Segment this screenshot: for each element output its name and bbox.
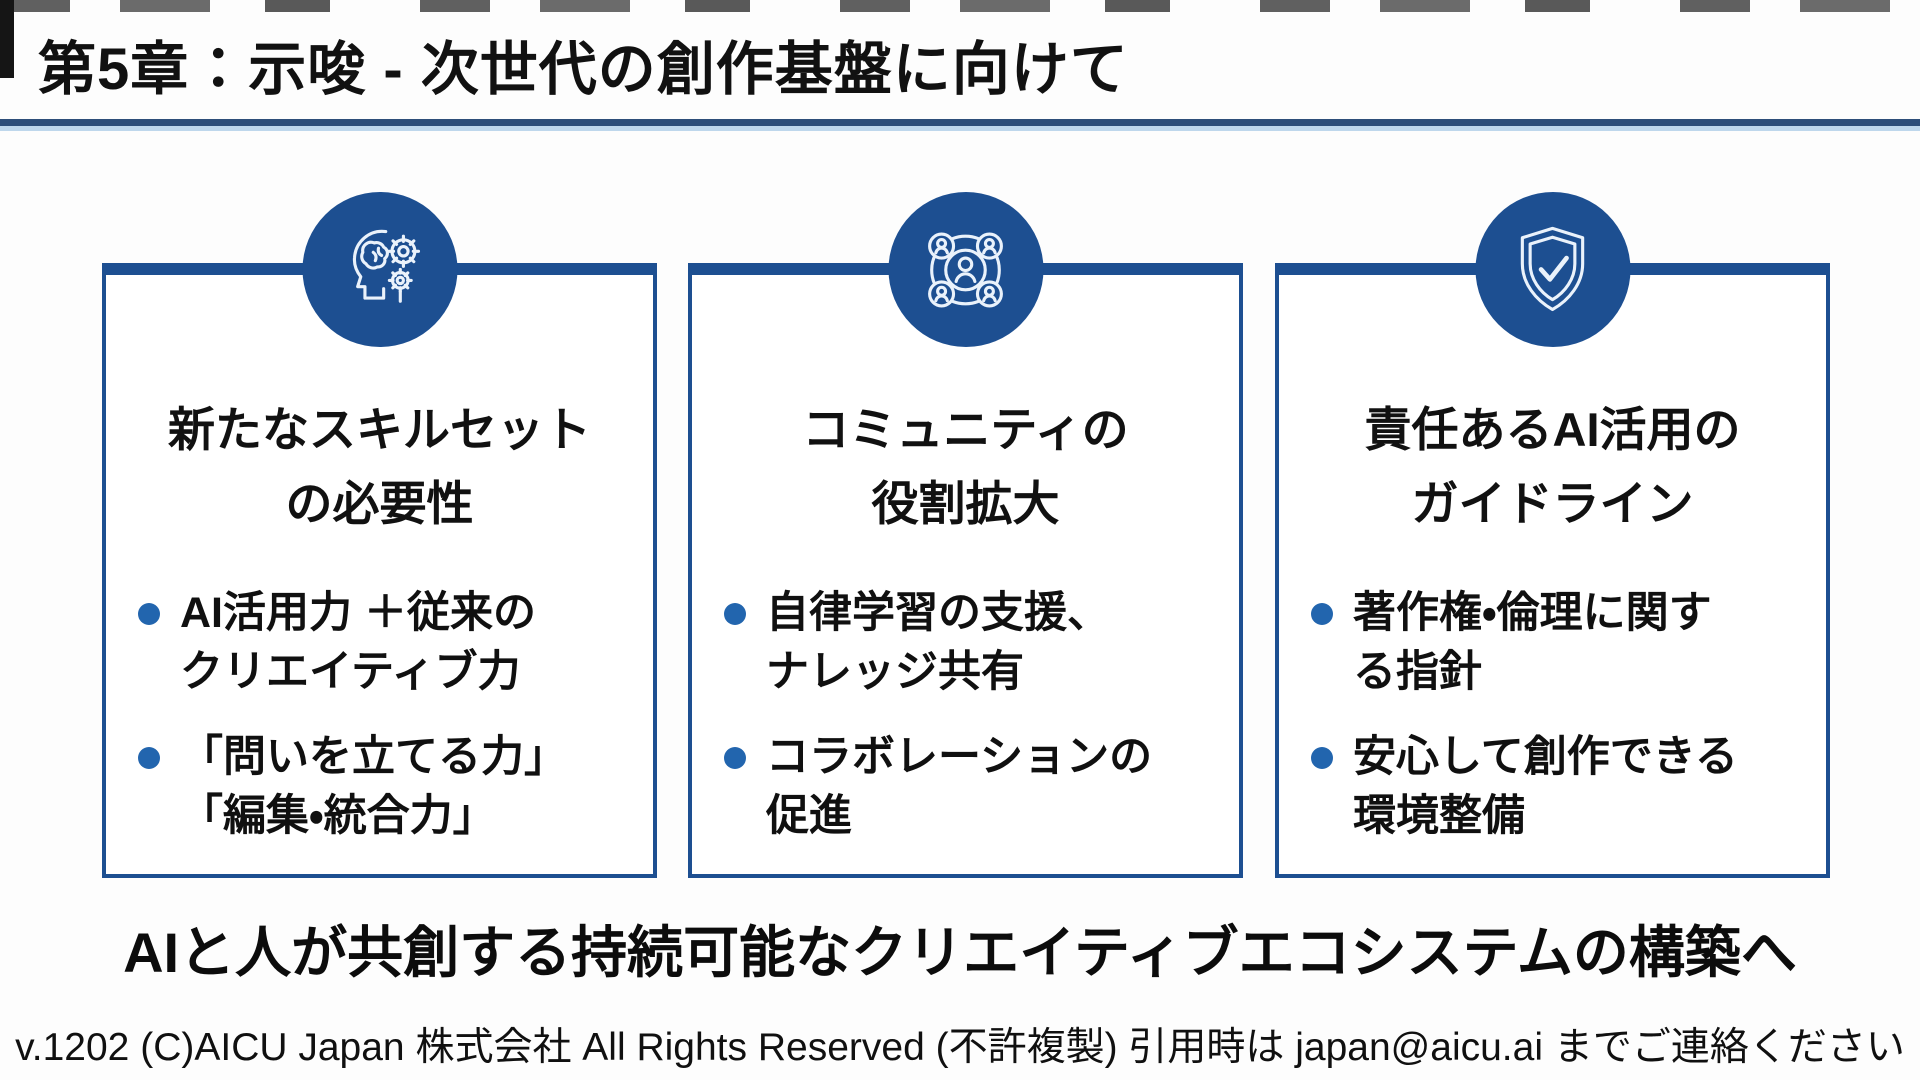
bullet-item: AI活用力 ＋従来の クリエイティブ力 — [138, 584, 635, 703]
shield-check-icon — [1475, 192, 1630, 347]
community-network-icon — [888, 192, 1043, 347]
bullet-text: 著作権・倫理に関す る指針 — [1353, 588, 1712, 696]
card-title: コミュニティの 役割拡大 — [802, 403, 1129, 531]
bullet-item: コラボレーションの 促進 — [724, 728, 1221, 847]
card-new-skillset: 新たなスキルセット の必要性 AI活用力 ＋従来の クリエイティブ力 「問いを立… — [102, 192, 657, 878]
bullet-item: 著作権・倫理に関す る指針 — [1311, 584, 1808, 703]
bullet-text: AI活用力 ＋従来の クリエイティブ力 — [180, 588, 536, 696]
bullet-dot-icon — [724, 747, 746, 770]
scan-artifact — [0, 0, 1920, 12]
bullet-text: 安心して創作できる 環境整備 — [1353, 733, 1738, 841]
card-community-role: コミュニティの 役割拡大 自律学習の支援、 ナレッジ共有 コラボレーションの 促… — [688, 192, 1243, 878]
bullet-list: 自律学習の支援、 ナレッジ共有 コラボレーションの 促進 — [692, 584, 1239, 847]
brain-gears-icon — [302, 192, 457, 347]
shield-check-icon — [1520, 226, 1585, 311]
bullet-dot-icon — [1311, 747, 1333, 770]
card-title: 新たなスキルセット の必要性 — [168, 403, 591, 531]
card-responsible-ai-guidelines: 責任あるAI活用の ガイドライン 著作権・倫理に関す る指針 安心して創作できる… — [1275, 192, 1830, 878]
bullet-text: 「問いを立てる力」 「編集・統合力」 — [180, 733, 567, 841]
bullet-item: 「問いを立てる力」 「編集・統合力」 — [138, 728, 635, 847]
copyright-footer: v.1202 (C)AICU Japan 株式会社 All Rights Res… — [15, 1026, 1905, 1069]
scan-artifact — [0, 0, 14, 78]
brain-gears-icon — [352, 229, 421, 303]
community-network-icon — [928, 232, 1003, 307]
bullet-text: コラボレーションの 促進 — [766, 733, 1153, 841]
bullet-list: 著作権・倫理に関す る指針 安心して創作できる 環境整備 — [1279, 584, 1826, 847]
page-title: 第5章：示唆 - 次世代の創作基盤に向けて — [38, 37, 1129, 102]
bullet-dot-icon — [138, 602, 160, 625]
bullet-dot-icon — [724, 602, 746, 625]
card-title: 責任あるAI活用の ガイドライン — [1364, 403, 1741, 531]
bullet-item: 安心して創作できる 環境整備 — [1311, 728, 1808, 847]
bullet-text: 自律学習の支援、 ナレッジ共有 — [766, 588, 1110, 696]
bullet-item: 自律学習の支援、 ナレッジ共有 — [724, 584, 1221, 703]
bullet-list: AI活用力 ＋従来の クリエイティブ力 「問いを立てる力」 「編集・統合力」 — [106, 584, 653, 847]
conclusion-statement: AIと人が共創する持続可能なクリエイティブエコシステムの構築へ — [123, 921, 1797, 984]
bullet-dot-icon — [138, 747, 160, 770]
bullet-dot-icon — [1311, 602, 1333, 625]
title-underline — [0, 119, 1920, 131]
title-underline-highlight — [0, 126, 1920, 131]
